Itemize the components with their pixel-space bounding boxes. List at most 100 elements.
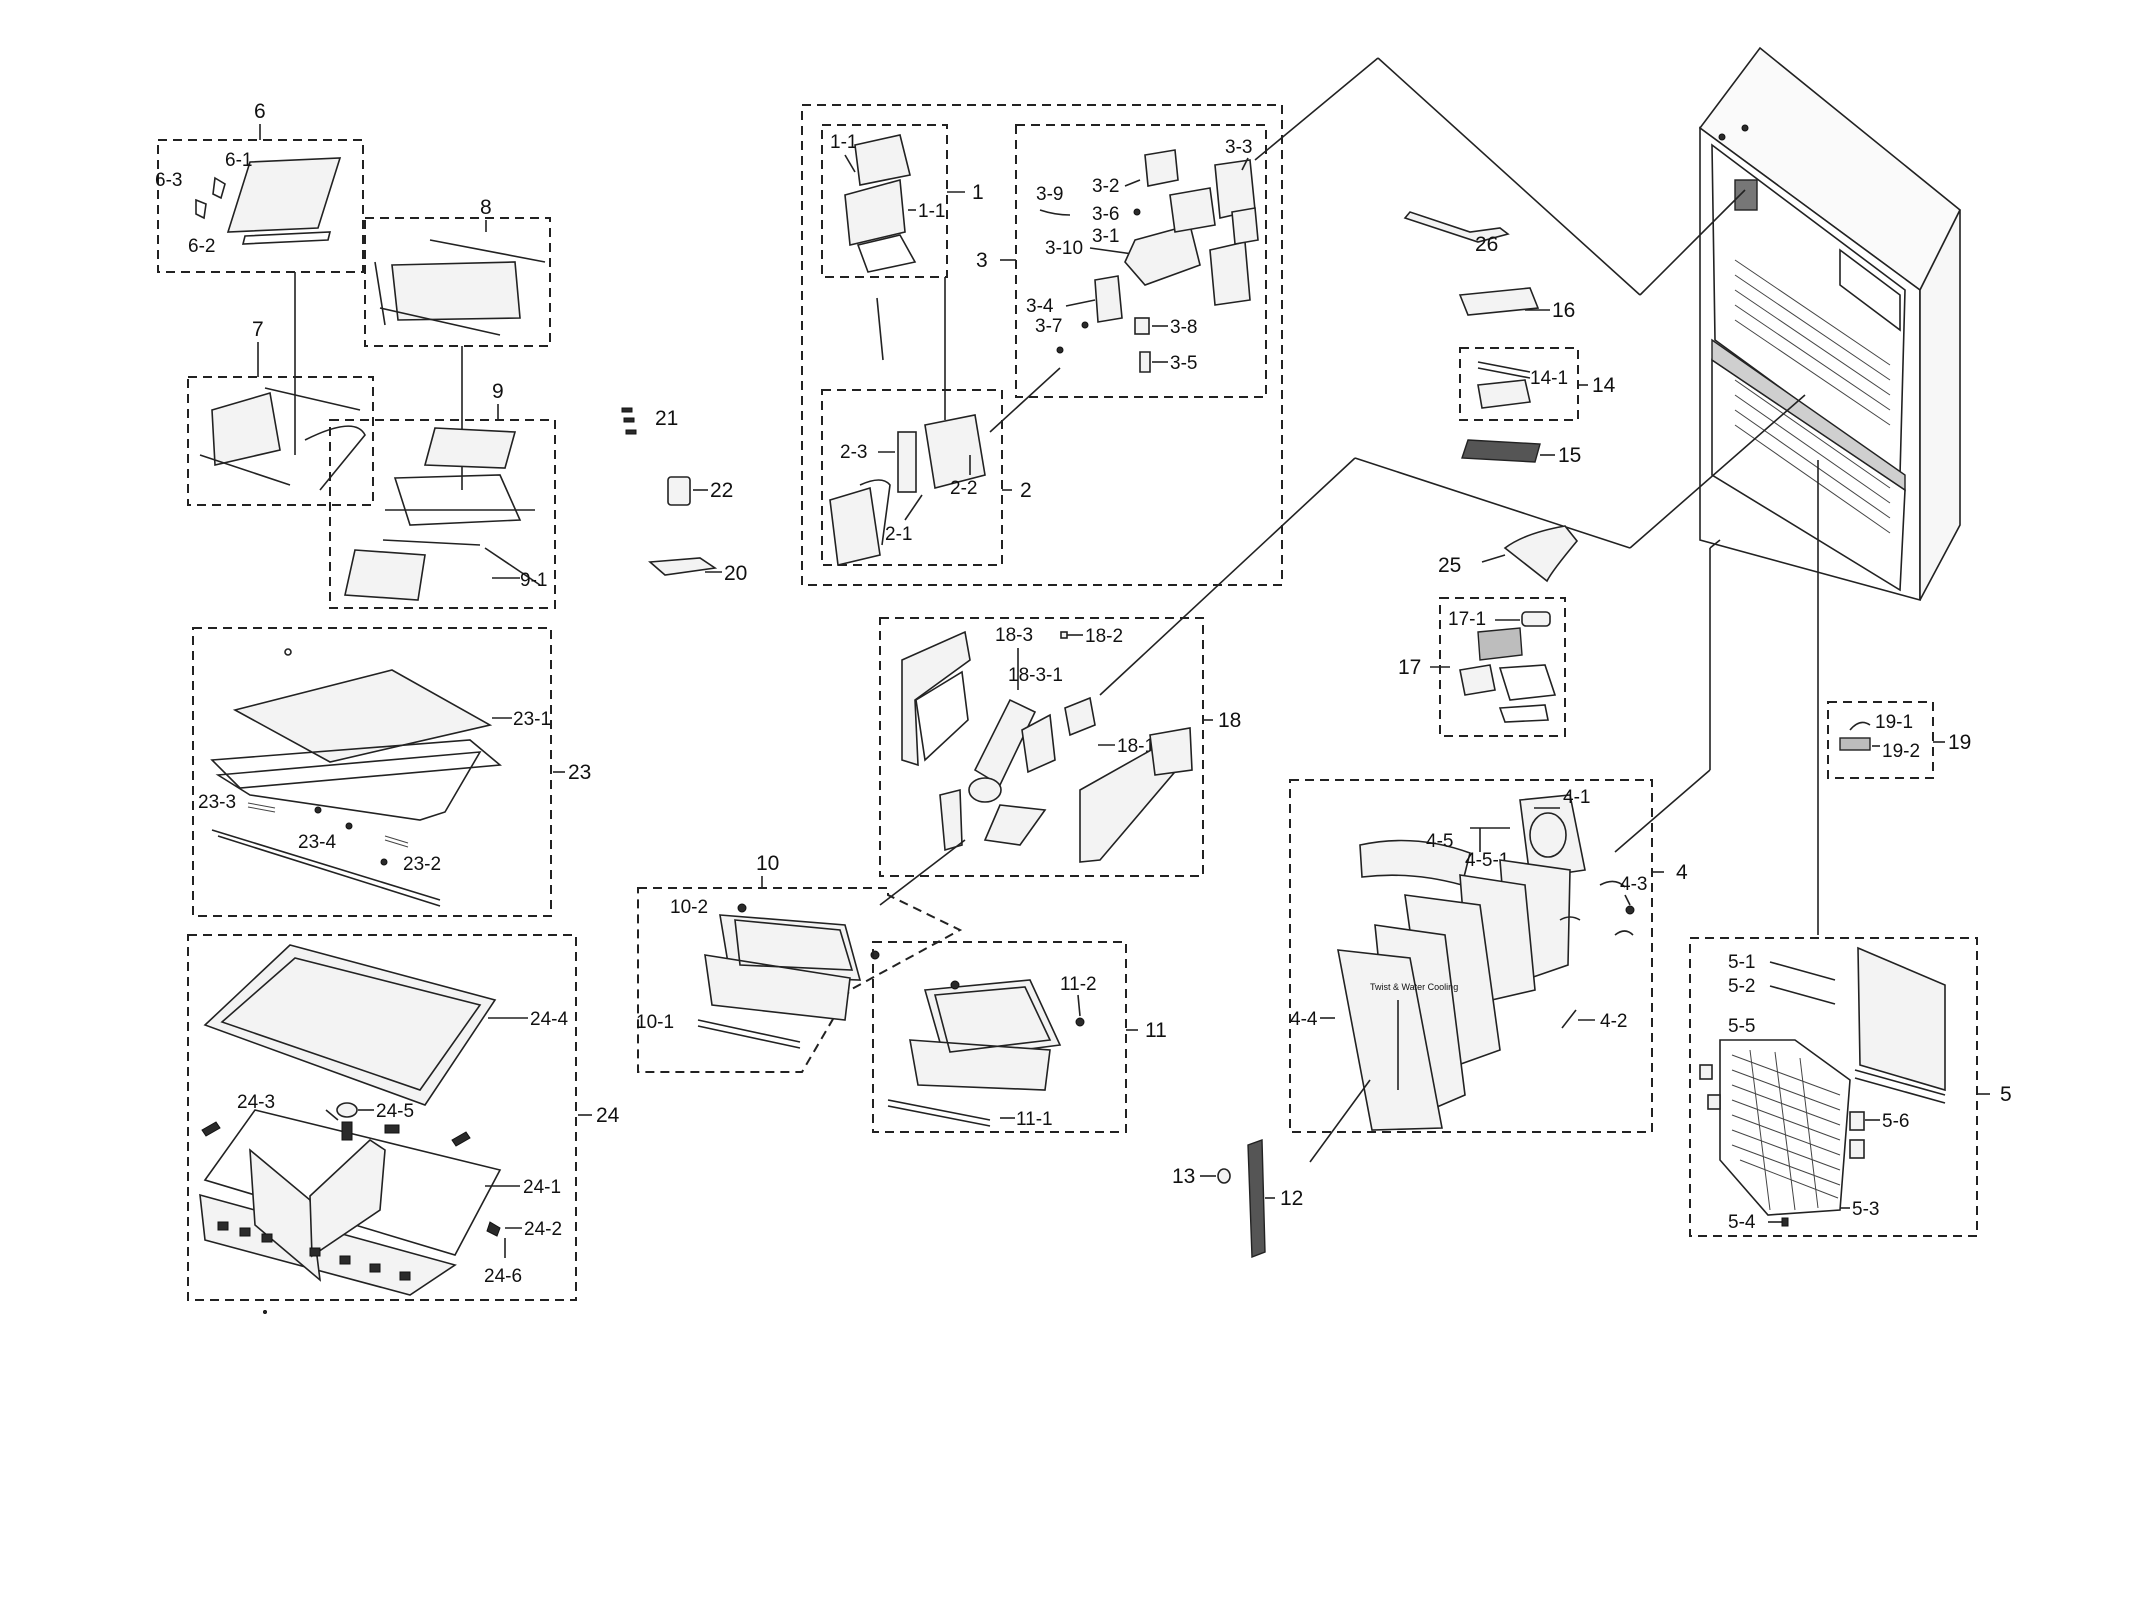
label-18-3: 18-3 [995, 625, 1033, 646]
label-3-7: 3-7 [1035, 316, 1062, 337]
label-3-10: 3-10 [1045, 238, 1083, 259]
group-24-crisper-assembly: 24 24-4 24-3 24-5 24-1 24-2 24-6 [187, 934, 620, 1314]
group-1-2-3-ice-maker: 1-1 1-1 1 2 2-3 2-2 2-1 3 3-3 3-2 [801, 104, 1283, 586]
label-23-1: 23-1 [513, 709, 551, 730]
group-7-shelf-assembly: 7 [187, 318, 374, 506]
label-4-4: 4-4 [1290, 1009, 1318, 1030]
label-4-2: 4-2 [1600, 1011, 1627, 1032]
label-22: 22 [710, 479, 733, 502]
label-8: 8 [480, 196, 492, 219]
label-2-3: 2-3 [840, 442, 867, 463]
group-18-water-filter: 18 18-3 18-3-1 18-2 18-1 [879, 617, 1241, 906]
refrigerator-cabinet [1698, 46, 1962, 602]
label-14: 14 [1592, 374, 1616, 397]
label-5-5: 5-5 [1728, 1016, 1755, 1037]
label-18-3-1: 18-3-1 [1008, 665, 1063, 686]
group-8-shelf-assembly: 8 [364, 196, 551, 490]
group-4-duct-assembly: 4 4-1 4-5 4-5-1 Twist & Water Cooling 4-… [1289, 779, 1688, 1163]
drawer-text: Twist & Water Cooling [1370, 982, 1458, 992]
label-3-5: 3-5 [1170, 353, 1197, 374]
group-9-shelf-assembly: 9 9-1 [329, 380, 556, 609]
label-4-3: 4-3 [1620, 874, 1647, 895]
label-4: 4 [1676, 861, 1688, 884]
label-21: 21 [655, 407, 678, 430]
label-18-2: 18-2 [1085, 626, 1123, 647]
label-5-4: 5-4 [1728, 1212, 1756, 1233]
label-5-2: 5-2 [1728, 976, 1755, 997]
label-13: 13 [1172, 1165, 1195, 1188]
group-6-shelf-assembly: 6 6-1 6-3 6-2 [155, 100, 364, 455]
part-22-bracket: 22 [667, 476, 733, 506]
label-14-1: 14-1 [1530, 368, 1568, 389]
label-23-2: 23-2 [403, 854, 441, 875]
label-24-3: 24-3 [237, 1092, 275, 1113]
part-13-cap: 13 [1172, 1165, 1231, 1188]
part-25-cover: 25 [1438, 525, 1579, 583]
label-4-1: 4-1 [1563, 787, 1590, 808]
label-4-5-1: 4-5-1 [1465, 850, 1509, 871]
label-1-1-a: 1-1 [830, 132, 857, 153]
label-3-9: 3-9 [1036, 184, 1063, 205]
group-5-evaporator-assembly: 5 5-1 5-2 5-5 5-6 5-3 5-4 [1689, 937, 2012, 1237]
group-23-drawer-cover: 23 23-1 23-3 23-4 23-2 [192, 627, 591, 917]
cabinet-shelf-hatching [1734, 259, 1891, 534]
label-11-2: 11-2 [1060, 974, 1097, 995]
label-17: 17 [1398, 656, 1421, 679]
label-4-5: 4-5 [1426, 831, 1453, 852]
label-6-2: 6-2 [188, 236, 215, 257]
cabinet-leader-lines [1099, 57, 1819, 935]
label-23-3: 23-3 [198, 792, 236, 813]
group-17-damper-assembly: 17-1 17 [1398, 597, 1566, 737]
label-9-1: 9-1 [520, 570, 547, 591]
label-3-3: 3-3 [1225, 137, 1252, 158]
label-24-5: 24-5 [376, 1101, 414, 1122]
part-26-cover: 26 [1403, 211, 1510, 256]
label-26: 26 [1475, 233, 1498, 256]
label-11: 11 [1145, 1019, 1167, 1042]
label-10-2: 10-2 [670, 897, 708, 918]
label-6: 6 [254, 100, 266, 123]
label-3-6: 3-6 [1092, 204, 1119, 225]
label-19-2: 19-2 [1882, 741, 1920, 762]
label-3-1: 3-1 [1092, 226, 1119, 247]
label-10-1: 10-1 [636, 1012, 674, 1033]
label-2-2: 2-2 [950, 478, 977, 499]
label-24-1: 24-1 [523, 1177, 561, 1198]
label-5: 5 [2000, 1083, 2012, 1106]
label-2-1: 2-1 [885, 524, 912, 545]
label-19-1: 19-1 [1875, 712, 1913, 733]
label-25: 25 [1438, 554, 1461, 577]
crisper-front-slots [217, 1221, 411, 1281]
label-5-6: 5-6 [1882, 1111, 1909, 1132]
label-5-1: 5-1 [1728, 952, 1755, 973]
group-10-drawer: 10 10-2 10-1 [636, 852, 963, 1073]
label-5-3: 5-3 [1852, 1199, 1879, 1220]
label-19: 19 [1948, 731, 1971, 754]
label-3-8: 3-8 [1170, 317, 1197, 338]
label-24-6: 24-6 [484, 1266, 522, 1287]
label-1: 1 [972, 181, 984, 204]
part-12-strip: 12 [1247, 1139, 1303, 1259]
group-11-drawer: 11 11-2 11-1 [872, 941, 1167, 1133]
label-3-2: 3-2 [1092, 176, 1119, 197]
label-7: 7 [252, 318, 264, 341]
label-12: 12 [1280, 1187, 1303, 1210]
part-20-guide: 20 [648, 557, 747, 585]
label-6-1: 6-1 [225, 150, 252, 171]
label-18-1: 18-1 [1117, 736, 1155, 757]
label-23: 23 [568, 761, 591, 784]
label-3-4: 3-4 [1026, 296, 1054, 317]
evaporator-coil-hatching [1731, 1049, 1841, 1211]
part-21-screws: 21 [621, 407, 678, 435]
label-11-1: 11-1 [1016, 1109, 1053, 1130]
label-6-3: 6-3 [155, 170, 182, 191]
label-24-2: 24-2 [524, 1219, 562, 1240]
group-14-cover-assembly: 14-1 14 [1459, 347, 1616, 421]
part-15-filter: 15 [1461, 439, 1581, 467]
label-10: 10 [756, 852, 779, 875]
label-17-1: 17-1 [1448, 609, 1486, 630]
label-20: 20 [724, 562, 747, 585]
part-16-cover: 16 [1458, 287, 1575, 322]
label-24-4: 24-4 [530, 1009, 568, 1030]
